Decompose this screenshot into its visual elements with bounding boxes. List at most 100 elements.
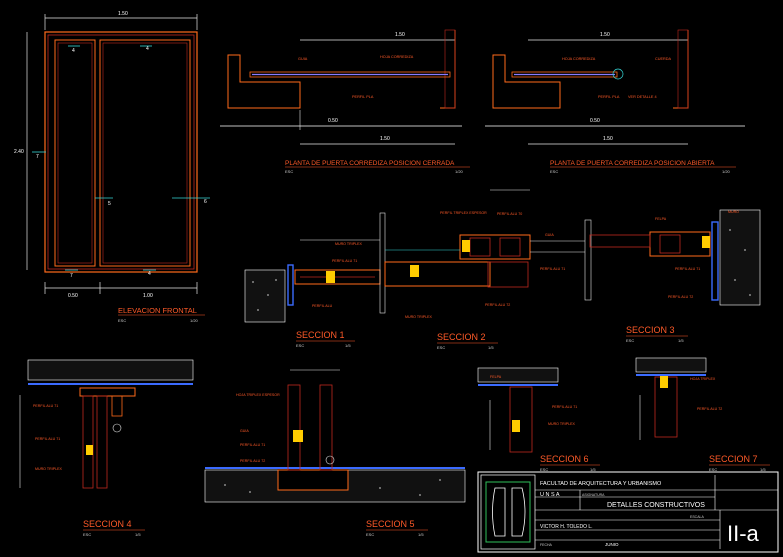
- s5-label-3: PERFIL ALU 71: [240, 443, 265, 447]
- seccion-5: HOJA TRIPLEX ESPESOR GUIA PERFIL ALU 71 …: [204, 369, 466, 537]
- esc-s7-val: 1/5: [760, 467, 766, 472]
- s4-label-3: MURO TRIPLEX: [35, 467, 62, 471]
- title-s3: SECCION 3: [626, 325, 675, 335]
- esc-plan-a: ESC: [550, 169, 558, 174]
- s2-label-2: PERFIL ALU 70: [497, 212, 522, 216]
- title-s1: SECCION 1: [296, 330, 345, 340]
- plan-a-label-2: CUERDA: [655, 57, 672, 61]
- esc-s2-val: 1/5: [488, 345, 494, 350]
- title-s5: SECCION 5: [366, 519, 415, 529]
- s2-label-5: MURO TRIPLEX: [405, 315, 432, 319]
- plan-c-dim-top: 1.50: [395, 32, 405, 38]
- mark-1: 4: [72, 48, 75, 54]
- tb-university: U N S A: [540, 492, 560, 498]
- s3-label-2: MURO: [728, 210, 739, 214]
- s5-label-4: PERFIL ALU 72: [240, 459, 265, 463]
- title-s2: SECCION 2: [437, 332, 486, 342]
- plan-a-label-1: HOJA CORREDIZA: [562, 57, 596, 61]
- seccion-6: FELPA PERFIL ALU 71 MURO TRIPLEX SECCION…: [477, 367, 600, 472]
- mark-7: 4: [148, 271, 151, 277]
- s4-label-2: PERFIL ALU 71: [35, 437, 60, 441]
- mark-2: 4: [146, 46, 149, 52]
- mark-4: 5: [108, 201, 111, 207]
- s7-label-1: HOJA TRIPLEX: [690, 377, 716, 381]
- seccion-4: PERFIL ALU 71 PERFIL ALU 71 MURO TRIPLEX…: [19, 359, 194, 537]
- plan-a-dim-bottom: 1.50: [603, 136, 613, 142]
- plan-c-label-3: PERFIL PLA: [352, 95, 374, 99]
- mark-6: 7: [70, 273, 73, 279]
- tb-student: VICTOR H. TOLEDO L.: [540, 524, 593, 530]
- dim-left: 2.40: [14, 149, 24, 155]
- s6-label-2: PERFIL ALU 71: [552, 405, 577, 409]
- tb-scale: ESCALA: [690, 515, 704, 519]
- university-logo: [485, 481, 531, 543]
- elevacion-frontal: 1.50 2.40 4 4 7 5 6 7 4: [14, 11, 210, 323]
- plan-a-dim-inner: 0.50: [590, 118, 600, 124]
- esc-s1-val: 1/5: [345, 343, 351, 348]
- title-planta-abierta: PLANTA DE PUERTA CORREDIZA POSICION ABIE…: [550, 160, 715, 167]
- s7-label-2: PERFIL ALU 72: [697, 407, 722, 411]
- esc-s2: ESC: [437, 345, 445, 350]
- mark-3: 7: [36, 154, 39, 160]
- s6-label-3: MURO TRIPLEX: [548, 422, 575, 426]
- s3-label-4: PERFIL ALU 72: [668, 295, 693, 299]
- s2-label-4: PERFIL ALU 71: [540, 267, 565, 271]
- mark-5: 6: [204, 199, 207, 205]
- esc-s4: ESC: [83, 532, 91, 537]
- title-s4: SECCION 4: [83, 519, 132, 529]
- title-block: FACULTAD DE ARQUITECTURA Y URBANISMO U N…: [477, 471, 779, 553]
- esc-s3-val: 1/5: [678, 338, 684, 343]
- esc-s6: ESC: [540, 467, 548, 472]
- s4-label-1: PERFIL ALU 71: [33, 404, 58, 408]
- esc-plan-a-val: 1/20: [722, 169, 731, 174]
- seccion-7: HOJA TRIPLEX PERFIL ALU 72 SECCION 7 ESC…: [635, 357, 770, 472]
- esc-s3: ESC: [626, 338, 634, 343]
- dim-bottom-right: 1.00: [143, 293, 153, 299]
- plan-a-dim-top: 1.50: [600, 32, 610, 38]
- s3-label-1: FELPA: [655, 217, 667, 221]
- s5-label-1: HOJA TRIPLEX ESPESOR: [236, 393, 280, 397]
- s3-label-3: PERFIL ALU 71: [675, 267, 700, 271]
- tb-course-label: ASIGNATURA: [582, 493, 605, 497]
- esc-s7: ESC: [709, 467, 717, 472]
- s2-label-1: PERFIL TRIPLEX ESPESOR: [440, 211, 487, 215]
- tb-sheet-title: DETALLES CONSTRUCTIVOS: [607, 502, 705, 509]
- s6-label-1: FELPA: [490, 375, 502, 379]
- esc-s1: ESC: [296, 343, 304, 348]
- seccion-3: FELPA MURO PERFIL ALU 71 PERFIL ALU 72 S…: [589, 209, 761, 343]
- plan-a-label-3: PERFIL PLA: [598, 95, 620, 99]
- esc-elev-val: 1/20: [190, 318, 199, 323]
- s2-label-6: PERFIL ALU 72: [485, 303, 510, 307]
- plan-c-dim-bottom: 1.50: [380, 136, 390, 142]
- esc-s5-val: 1/5: [418, 532, 424, 537]
- s5-label-2: GUIA: [240, 429, 249, 433]
- title-planta-cerrada: PLANTA DE PUERTA CORREDIZA POSICION CERR…: [285, 160, 455, 167]
- seccion-1-2: MURO TRIPLEX PERFIL ALU 71 PERFIL ALU PE…: [244, 189, 592, 350]
- esc-s6-val: 1/5: [590, 467, 596, 472]
- esc-plan-c: ESC: [285, 169, 293, 174]
- plan-c-label-2: HOJA CORREDIZA: [380, 55, 414, 59]
- title-s6: SECCION 6: [540, 454, 589, 464]
- plan-a-label-4: VER DETALLE 4: [628, 95, 657, 99]
- tb-date-label: FECHA: [540, 543, 553, 547]
- s2-label-3: GUIA: [545, 233, 554, 237]
- title-s7: SECCION 7: [709, 454, 758, 464]
- s1-label-2: PERFIL ALU 71: [332, 259, 357, 263]
- title-elevacion: ELEVACION FRONTAL: [118, 306, 197, 315]
- esc-plan-c-val: 1/20: [455, 169, 464, 174]
- tb-faculty: FACULTAD DE ARQUITECTURA Y URBANISMO: [540, 481, 662, 487]
- planta-cerrada: 1.50 1.50 0.50 GUIA HOJA CORREDIZA PERFI…: [220, 29, 470, 174]
- esc-elev: ESC: [118, 318, 126, 323]
- dim-top: 1.50: [118, 11, 128, 17]
- dim-bottom-left: 0.50: [68, 293, 78, 299]
- tb-date: JUNIO: [605, 542, 619, 547]
- plan-c-label-1: GUIA: [298, 57, 308, 61]
- tb-sheet-code: II-a: [727, 521, 760, 546]
- plan-c-dim-inner: 0.50: [328, 118, 338, 124]
- esc-s5: ESC: [366, 532, 374, 537]
- s1-label-1: MURO TRIPLEX: [335, 242, 362, 246]
- planta-abierta: 1.50 1.50 0.50 HOJA CORREDIZA CUERDA PER…: [485, 29, 745, 174]
- esc-s4-val: 1/5: [135, 532, 141, 537]
- s1-label-3: PERFIL ALU: [312, 304, 333, 308]
